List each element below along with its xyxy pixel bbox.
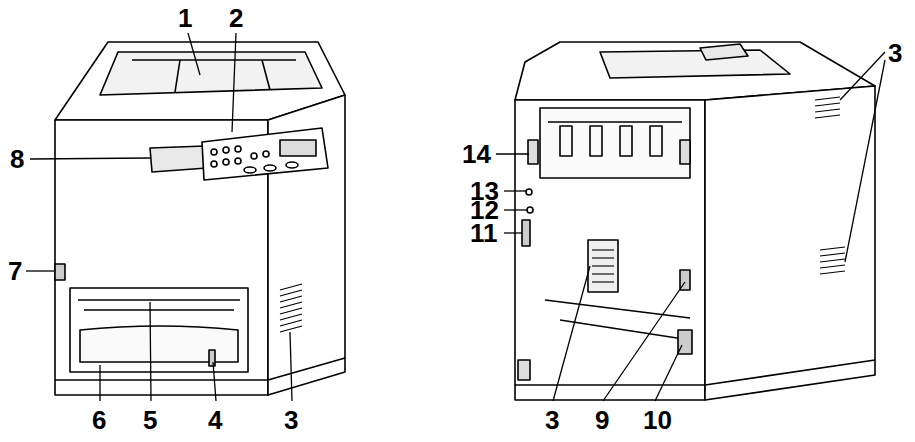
callout-number: 5 [143,407,157,433]
callout-number: 14 [462,141,491,167]
callout-number: 6 [92,407,106,433]
callout-number: 3 [545,407,559,433]
callout-number: 1 [178,5,192,31]
leader-lines [26,33,885,401]
callout-number: 3 [888,40,902,66]
callout-number: 8 [10,146,24,172]
callout-number: 9 [595,407,609,433]
callout-number: 10 [643,407,672,433]
callout-number: 4 [208,407,222,433]
rear-printer [515,42,875,400]
callout-number: 7 [8,258,22,284]
callout-number: 3 [284,407,298,433]
callout-number: 2 [229,5,243,31]
front-printer [55,42,345,395]
callout-number: 11 [470,220,498,246]
